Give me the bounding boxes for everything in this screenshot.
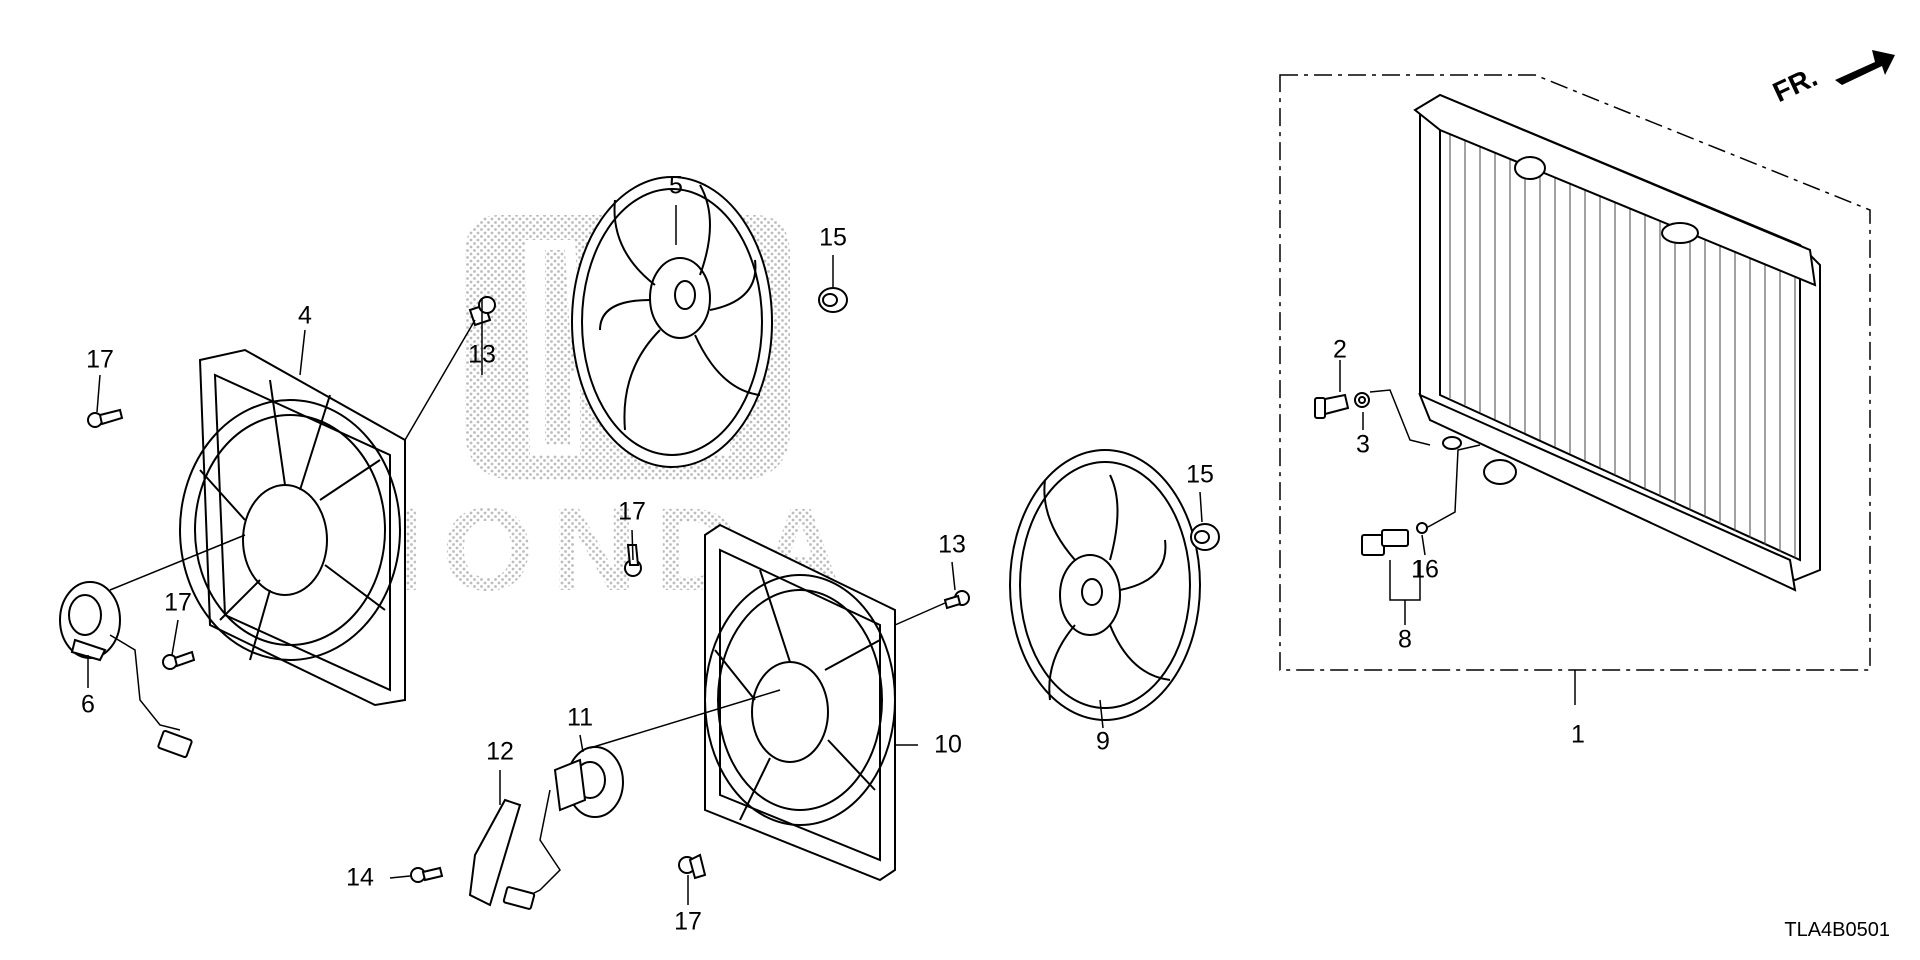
callout-17-c: 17 [618,497,646,526]
callout-13-upper: 13 [468,340,496,369]
callout-10: 10 [934,730,962,759]
fan-motor-left [59,534,246,759]
nut-lower [1190,523,1220,551]
bolt-right [894,590,970,626]
callout-3: 3 [1356,430,1370,459]
callout-8: 8 [1398,625,1412,654]
bolt-17-b [162,650,196,670]
leader-lines [87,205,1426,905]
fan-blade-right [1009,449,1201,721]
callout-14: 14 [346,863,374,892]
fan-shroud-left [179,348,406,707]
bolt-upper [404,296,496,441]
bolt-17-d [678,853,707,880]
callout-17-b: 17 [164,588,192,617]
callout-5: 5 [669,171,683,200]
radiator [1413,93,1821,592]
fan-motor-right [502,689,781,910]
callout-11: 11 [567,703,593,732]
callout-15-lower: 15 [1186,460,1214,489]
callout-12: 12 [486,737,514,766]
nut-upper [818,287,848,313]
callout-17-d: 17 [674,907,702,936]
bolt-17-a [87,408,124,428]
fan-blade-left [571,176,773,468]
callout-17-a: 17 [86,345,114,374]
callout-15-upper: 15 [819,223,847,252]
fan-shroud-right [704,523,896,882]
front-direction-arrow [1835,50,1895,85]
bolt-14 [389,866,444,883]
radiator-group-box [1279,74,1871,705]
callout-2: 2 [1333,335,1347,364]
coolant-sensor [1361,444,1481,625]
callout-4: 4 [298,301,312,330]
drain-plug [1314,389,1431,446]
cover-plate [468,798,522,907]
diagram-code: TLA4B0501 [1784,919,1890,941]
callout-9: 9 [1096,727,1110,756]
callout-16: 16 [1411,555,1439,584]
callout-6: 6 [81,690,95,719]
callout-13-right: 13 [938,530,966,559]
callout-1: 1 [1571,720,1585,749]
